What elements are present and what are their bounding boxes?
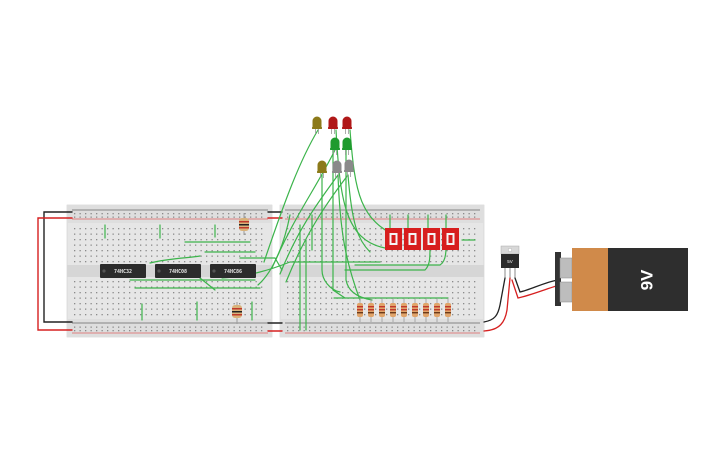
battery-label: 9V [637, 269, 656, 290]
ic-chip-74hc08[interactable]: 74HC08 [155, 264, 201, 278]
battery-9v[interactable]: 9V [555, 248, 688, 311]
led[interactable] [328, 116, 338, 135]
resistor-top[interactable] [239, 213, 249, 235]
signal-wires[interactable] [104, 129, 476, 331]
regulator-wires[interactable] [483, 277, 561, 332]
resistor[interactable] [368, 298, 374, 322]
led[interactable] [317, 160, 327, 179]
resistor[interactable] [434, 298, 440, 322]
resistor-bottom[interactable] [232, 302, 242, 324]
voltage-regulator[interactable]: 5V [500, 245, 520, 278]
ic-chip-74hc32[interactable]: 74HC32 [100, 264, 146, 278]
resistor[interactable] [412, 298, 418, 322]
led-row-top[interactable] [312, 116, 352, 135]
chip-label: 74HC86 [224, 269, 242, 275]
seven-segment-display[interactable] [385, 228, 402, 250]
resistor[interactable] [401, 298, 407, 322]
resistor[interactable] [423, 298, 429, 322]
led[interactable] [342, 116, 352, 135]
led[interactable] [344, 159, 354, 178]
led[interactable] [330, 137, 340, 156]
led[interactable] [312, 116, 322, 135]
chip-label: 74HC32 [114, 269, 132, 275]
seven-segment-display[interactable] [423, 228, 440, 250]
seven-segment-display[interactable] [404, 228, 421, 250]
led[interactable] [342, 137, 352, 156]
regulator-label: 5V [507, 259, 513, 264]
led[interactable] [332, 160, 342, 179]
resistor[interactable] [357, 298, 363, 322]
seven-segment-display[interactable] [442, 228, 459, 250]
resistor-array[interactable] [357, 298, 451, 322]
resistor[interactable] [390, 298, 396, 322]
ic-chip-74hc86[interactable]: 74HC86 [210, 264, 256, 278]
resistor[interactable] [379, 298, 385, 322]
seven-segment-displays[interactable] [385, 228, 459, 250]
resistor[interactable] [445, 298, 451, 322]
breadboard-left-holes [74, 213, 263, 332]
chip-label: 74HC08 [169, 269, 187, 275]
power-wires-left[interactable] [37, 211, 283, 332]
led-row-middle[interactable] [317, 137, 354, 179]
